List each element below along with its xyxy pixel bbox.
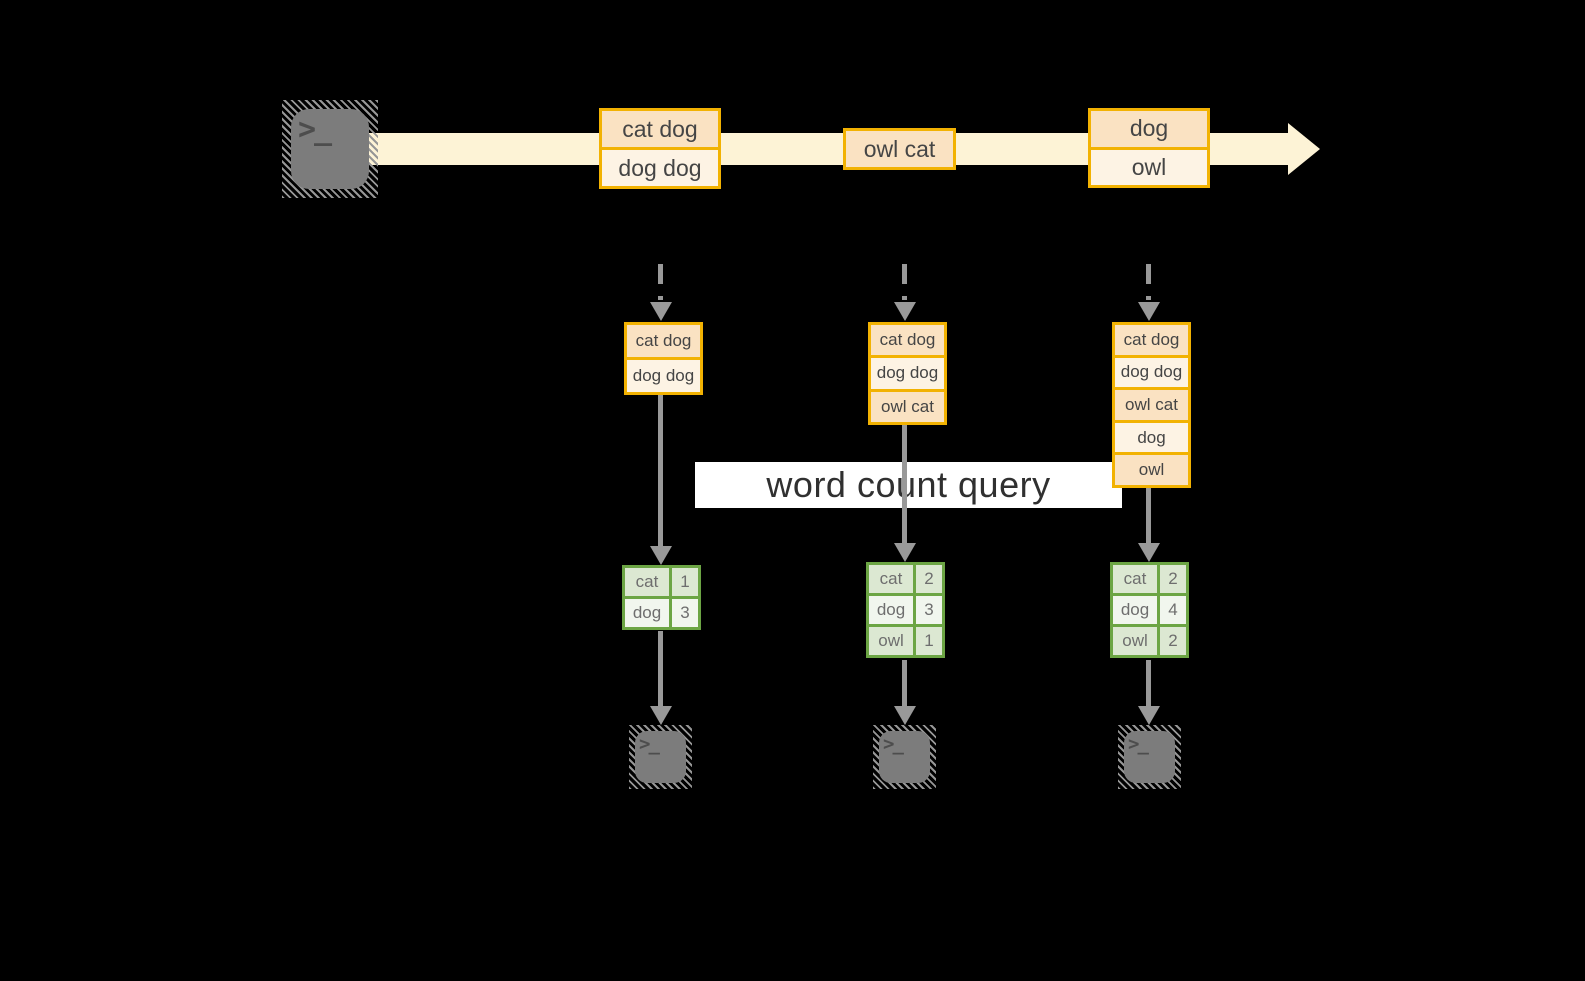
query-label-band: word count query [695, 462, 1122, 508]
state-cell: cat dog [871, 325, 944, 356]
query-arrow-line-1 [658, 389, 663, 547]
ingest-arrowhead-1 [650, 302, 672, 321]
state-box-2: cat dog dog dog owl cat [868, 322, 947, 425]
state-cell: dog [1115, 419, 1188, 453]
terminal-prompt-glyph: >_ [1128, 733, 1149, 755]
result-arrowhead-3 [1138, 706, 1160, 725]
state-cell: owl cat [871, 388, 944, 422]
count-value-cell: 3 [916, 596, 942, 624]
record-cell: cat dog [602, 111, 718, 147]
state-box-3: cat dog dog dog owl cat dog owl [1112, 322, 1191, 488]
terminal-prompt-glyph: >_ [639, 733, 660, 755]
query-arrow-line-3 [1146, 482, 1151, 544]
output-terminal-icon-3: >_ [1118, 725, 1181, 789]
count-word-cell: cat [625, 568, 669, 596]
count-value-cell: 2 [1160, 627, 1186, 655]
result-arrow-line-3 [1146, 660, 1151, 707]
result-arrowhead-2 [894, 706, 916, 725]
terminal-icon-body [1124, 731, 1175, 783]
count-value-cell: 2 [1160, 565, 1186, 593]
query-arrow-line-2 [902, 419, 907, 544]
state-cell: owl cat [1115, 387, 1188, 420]
count-value-cell: 3 [672, 599, 698, 627]
stream-arrowhead-icon [1288, 123, 1320, 175]
ingest-arrow-line-3 [1146, 264, 1151, 300]
result-arrowhead-1 [650, 706, 672, 725]
count-word-cell: dog [869, 596, 913, 624]
count-table-1: cat 1 dog 3 [622, 565, 701, 630]
state-box-1: cat dog dog dog [624, 322, 703, 395]
query-arrowhead-1 [650, 546, 672, 565]
count-value-cell: 2 [916, 565, 942, 593]
state-cell: owl [1115, 452, 1188, 485]
terminal-prompt-glyph: >_ [298, 112, 332, 147]
count-value-cell: 1 [916, 627, 942, 655]
source-terminal-icon: >_ [282, 100, 378, 198]
stream-record-box-3: dog owl [1088, 108, 1210, 188]
state-cell: dog dog [627, 357, 700, 392]
count-table-2: cat 2 dog 3 owl 1 [866, 562, 945, 658]
terminal-icon-body [879, 731, 930, 783]
record-cell: dog [1091, 111, 1207, 147]
query-arrowhead-2 [894, 543, 916, 562]
ingest-arrowhead-2 [894, 302, 916, 321]
state-cell: dog dog [1115, 354, 1188, 388]
terminal-icon-body [635, 731, 686, 783]
query-label: word count query [766, 464, 1051, 505]
ingest-arrow-line-1 [658, 264, 663, 300]
count-word-cell: owl [869, 627, 913, 655]
output-terminal-icon-1: >_ [629, 725, 692, 789]
count-value-cell: 1 [672, 568, 698, 596]
state-cell: cat dog [627, 325, 700, 357]
query-arrowhead-3 [1138, 543, 1160, 562]
result-arrow-line-1 [658, 631, 663, 707]
count-word-cell: owl [1113, 627, 1157, 655]
ingest-arrow-line-2 [902, 264, 907, 300]
state-cell: dog dog [871, 355, 944, 389]
count-table-3: cat 2 dog 4 owl 2 [1110, 562, 1189, 658]
ingest-arrowhead-3 [1138, 302, 1160, 321]
count-word-cell: dog [625, 599, 669, 627]
record-cell: dog dog [602, 147, 718, 186]
state-cell: cat dog [1115, 325, 1188, 355]
count-value-cell: 4 [1160, 596, 1186, 624]
result-arrow-line-2 [902, 660, 907, 707]
stream-record-box-1: cat dog dog dog [599, 108, 721, 189]
terminal-prompt-glyph: >_ [883, 733, 904, 755]
terminal-icon-body [291, 109, 369, 189]
count-word-cell: cat [1113, 565, 1157, 593]
record-cell: owl cat [846, 131, 953, 167]
record-cell: owl [1091, 146, 1207, 185]
count-word-cell: dog [1113, 596, 1157, 624]
stream-record-box-2: owl cat [843, 128, 956, 170]
count-word-cell: cat [869, 565, 913, 593]
output-terminal-icon-2: >_ [873, 725, 936, 789]
